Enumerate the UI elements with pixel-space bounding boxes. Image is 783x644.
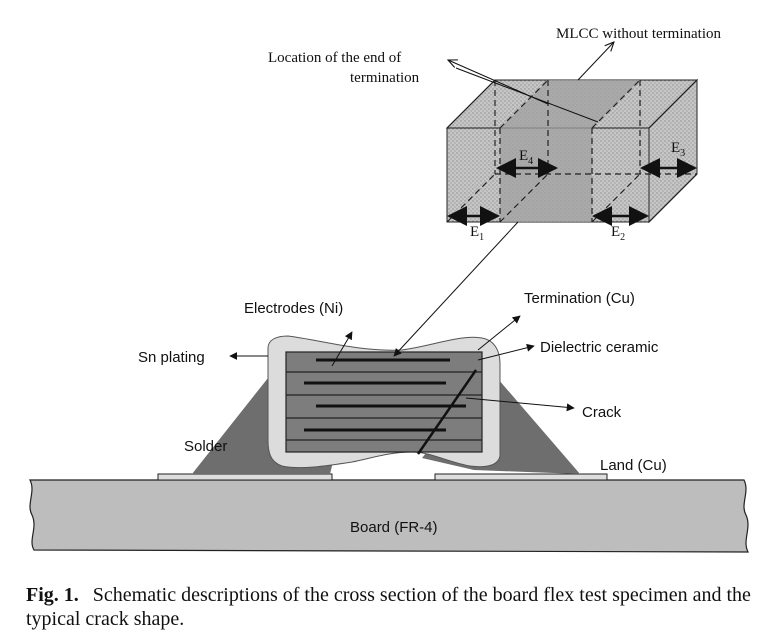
- label-sn-plating: Sn plating: [138, 349, 205, 366]
- box-front-inner: [500, 128, 592, 222]
- label-termination: Termination (Cu): [524, 290, 635, 307]
- leader-end-termination-b: [455, 67, 599, 123]
- crack-line: [416, 369, 478, 455]
- diagram-canvas: MLCC without termination Location of the…: [29, 26, 749, 553]
- label-crack: Crack: [582, 404, 622, 421]
- leader-mlcc: [577, 42, 614, 81]
- land-pad-left: [157, 473, 333, 481]
- label-board: Board (FR-4): [350, 519, 438, 536]
- board: [29, 479, 749, 553]
- figure-caption: Fig. 1.Schematic descriptions of the cro…: [26, 583, 771, 631]
- leader-electrodes: [331, 331, 353, 367]
- leader-dielectric: [477, 343, 535, 361]
- label-dielectric: Dielectric ceramic: [540, 339, 659, 356]
- label-location-end-line2: termination: [350, 70, 420, 86]
- solder-fillet-left: [192, 378, 334, 474]
- label-land: Land (Cu): [600, 457, 667, 474]
- land-pad-right: [434, 473, 608, 481]
- caption-text: Schematic descriptions of the cross sect…: [26, 584, 751, 630]
- leader-termination: [477, 315, 521, 351]
- label-e1: E1: [470, 224, 484, 243]
- dielectric-body: [285, 351, 483, 453]
- label-e3: E3: [671, 140, 685, 159]
- leader-box-to-chip: [393, 221, 519, 357]
- label-mlcc-without-termination: MLCC without termination: [556, 26, 721, 42]
- leader-crack: [465, 397, 575, 412]
- label-location-end-line1: Location of the end of: [268, 50, 401, 66]
- label-electrodes: Electrodes (Ni): [244, 300, 343, 317]
- caption-figure-number: Fig. 1.: [26, 584, 79, 606]
- box-top-inner: [500, 80, 640, 128]
- label-e4: E4: [519, 148, 533, 167]
- mlcc-3d-box: [445, 78, 699, 226]
- label-solder: Solder: [184, 438, 227, 455]
- label-e2: E2: [611, 224, 625, 243]
